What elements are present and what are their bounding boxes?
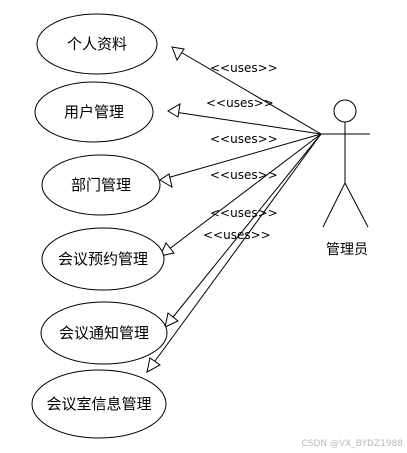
association-meeting-notice bbox=[164, 133, 322, 328]
use-case-ellipse bbox=[31, 369, 167, 439]
uses-label: <<uses>> bbox=[210, 206, 278, 220]
arrowhead bbox=[167, 103, 181, 118]
use-case-ellipse bbox=[40, 301, 168, 365]
association-user-management bbox=[167, 103, 322, 135]
use-case-label: 会议通知管理 bbox=[59, 324, 149, 342]
stereotype-labels: <<uses>> <<uses>> <<uses>> <<uses>> <<us… bbox=[203, 61, 278, 242]
use-case-department-management: 部门管理 bbox=[41, 154, 161, 216]
actor-left-leg bbox=[322, 182, 346, 228]
associations bbox=[146, 46, 322, 373]
arrowhead bbox=[146, 357, 161, 373]
actor-right-leg bbox=[344, 182, 369, 228]
use-cases: 个人资料 用户管理 部门管理 会议预约管理 会议通知管理 会议室信息管理 bbox=[31, 13, 168, 439]
use-case-label: 会议预约管理 bbox=[58, 250, 148, 268]
actor-label: 管理员 bbox=[326, 242, 368, 258]
use-case-label: 个人资料 bbox=[67, 35, 127, 53]
use-case-label: 部门管理 bbox=[71, 176, 131, 194]
association-meeting-room-info bbox=[146, 133, 322, 373]
arrowhead bbox=[159, 242, 175, 257]
actor-administrator bbox=[321, 99, 370, 228]
watermark: CSDN @VX_BYDZ1988 bbox=[301, 439, 403, 449]
actor-head bbox=[333, 99, 357, 123]
association-department-management bbox=[159, 133, 322, 189]
association-personal-info bbox=[171, 46, 322, 135]
use-case-label: 用户管理 bbox=[64, 103, 124, 121]
arrowhead bbox=[171, 46, 185, 62]
use-case-label: 会议室信息管理 bbox=[46, 395, 151, 413]
uses-label: <<uses>> bbox=[203, 228, 271, 242]
use-case-meeting-reservation: 会议预约管理 bbox=[41, 227, 165, 291]
use-case-personal-info: 个人资料 bbox=[36, 13, 158, 75]
use-case-user-management: 用户管理 bbox=[34, 81, 154, 143]
association-meeting-reservation bbox=[159, 133, 322, 257]
use-case-ellipse bbox=[36, 13, 158, 75]
use-case-meeting-notice: 会议通知管理 bbox=[40, 301, 168, 365]
use-case-ellipse bbox=[41, 154, 161, 216]
uses-label: <<uses>> bbox=[210, 61, 278, 75]
uses-label: <<uses>> bbox=[210, 132, 278, 146]
use-case-ellipse bbox=[41, 227, 165, 291]
arrowhead bbox=[159, 173, 173, 189]
uses-label: <<uses>> bbox=[206, 96, 274, 110]
use-case-ellipse bbox=[34, 81, 154, 143]
arrowhead bbox=[164, 312, 179, 328]
uses-label: <<uses>> bbox=[210, 168, 278, 182]
use-case-meeting-room-info: 会议室信息管理 bbox=[31, 369, 167, 439]
